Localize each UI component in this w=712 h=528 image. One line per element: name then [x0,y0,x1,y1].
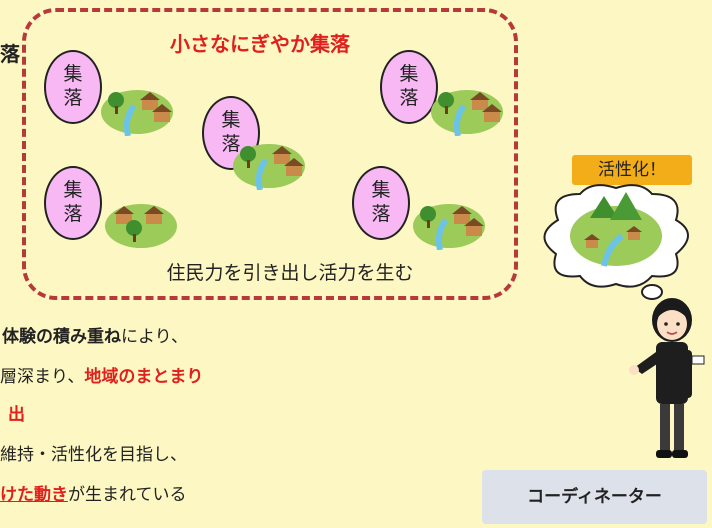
village-badge-char-2: 落 [221,133,241,155]
village-illustration [413,204,485,250]
coordinator-person-illustration [629,298,705,458]
village-badge-char-1: 集 [63,179,83,202]
body-line-2: 層深まり、地域のまとまり [0,362,203,387]
village-illustration [105,204,177,248]
body-line-5-rest: が生まれている [68,485,187,505]
body-line-5: けた動きが生まれている [0,480,187,505]
village-badge: 集 落 [352,166,410,240]
village-badge: 集 落 [44,50,102,124]
body-line-4: 維持・活性化を目指し、 [0,445,187,465]
body-line-3: 出 [8,405,25,425]
body-line-1-bold: 体験の積み重ね [2,327,121,347]
frame-title: 小さなにぎやか集落 [170,32,350,56]
body-line-2-plain: 層深まり、 [0,367,85,387]
village-illustration [101,90,173,136]
frame-caption: 住民力を引き出し活力を生む [166,262,414,284]
thought-cloud [543,184,689,311]
coordinator-label: コーディネーター [482,470,707,524]
body-line-5-red: けた動き [0,485,68,505]
village-badge-char-2: 落 [399,87,419,109]
village-group-frame [22,8,518,300]
activation-label: 活性化！ [572,155,692,185]
village-badge-char-1: 集 [221,109,241,132]
village-illustration [233,144,305,190]
edge-text-fragment: 落 [0,42,20,66]
body-line-1-rest: により、 [121,327,188,347]
village-badge: 集 落 [380,50,438,124]
village-badge-char-2: 落 [63,203,83,225]
village-badge: 集 落 [44,166,102,240]
village-badge-char-1: 集 [63,63,83,86]
village-badge-char-1: 集 [399,63,419,86]
village-illustration [431,90,503,136]
body-line-2-red: 地域のまとまり [84,367,204,387]
village-badge-char-1: 集 [371,179,391,202]
body-line-1: 体験の積み重ねにより、 [2,322,188,347]
village-badge-char-2: 落 [63,87,83,109]
village-badge-char-2: 落 [371,203,391,225]
